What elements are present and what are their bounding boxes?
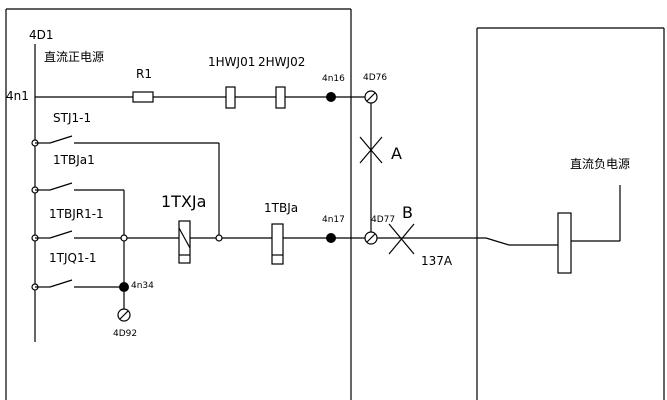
contact-stj1-1 bbox=[49, 135, 73, 144]
terminal-4n34 bbox=[119, 282, 129, 292]
label-4d77: 4D77 bbox=[371, 215, 395, 225]
label-b: B bbox=[402, 203, 413, 222]
label-a: A bbox=[391, 144, 402, 163]
label-1txja: 1TXJa bbox=[161, 192, 206, 211]
row-1tbjr1: 1TBJR1-1 bbox=[31, 207, 179, 242]
row-1tbja1: 1TBJa1 bbox=[31, 153, 125, 287]
label-1tbjr1-1: 1TBJR1-1 bbox=[49, 207, 104, 221]
terminal-4n17 bbox=[326, 233, 336, 243]
label-1hwj01: 1HWJ01 bbox=[208, 55, 255, 69]
relay-1txja-group: 1TXJa bbox=[161, 192, 272, 264]
contact-1tbjr1-1 bbox=[49, 230, 73, 239]
label-4d76: 4D76 bbox=[363, 73, 387, 83]
relay-1tbja-group: 1TBJa 4n17 4D77 bbox=[264, 201, 395, 265]
resistor-r1 bbox=[132, 91, 154, 103]
label-1tbja1: 1TBJa1 bbox=[53, 153, 95, 167]
label-4d1: 4D1 bbox=[29, 28, 54, 42]
relay-1tbja bbox=[271, 223, 284, 265]
label-neg-supply: 直流负电源 bbox=[570, 157, 630, 171]
label-stj1-1: STJ1-1 bbox=[53, 111, 91, 125]
label-4n1: 4n1 bbox=[6, 89, 29, 103]
terminal-4n16 bbox=[326, 92, 336, 102]
label-r1: R1 bbox=[136, 67, 152, 81]
label-pos-supply: 直流正电源 bbox=[44, 50, 104, 64]
breaker-contact bbox=[485, 237, 510, 246]
trip-coil bbox=[557, 212, 572, 274]
label-4n16: 4n16 bbox=[322, 74, 345, 84]
cut-mark-a bbox=[359, 136, 383, 164]
row-stj: STJ1-1 bbox=[31, 111, 220, 238]
relay-1hwj01 bbox=[225, 86, 236, 109]
label-1tbja: 1TBJa bbox=[264, 201, 298, 215]
panel-frames bbox=[5, 8, 665, 400]
cut-mark-b-2 bbox=[388, 223, 415, 255]
label-137a: 137A bbox=[421, 254, 453, 268]
label-1tjq1-1: 1TJQ1-1 bbox=[49, 251, 97, 265]
row-trip-monitor: R1 1HWJ01 2HWJ02 4n16 4D76 bbox=[35, 55, 387, 109]
label-4n17: 4n17 bbox=[322, 215, 345, 225]
relay-2hwj02 bbox=[275, 86, 286, 109]
row-1tjq1: 1TJQ1-1 4n34 4D92 bbox=[31, 251, 154, 339]
label-2hwj02: 2HWJ02 bbox=[258, 55, 305, 69]
contact-1tbja1 bbox=[49, 182, 73, 191]
outgoing-line: B 137A 直流负电源 bbox=[377, 157, 630, 274]
relay-1txja bbox=[178, 220, 191, 264]
label-4n34: 4n34 bbox=[131, 281, 154, 291]
contact-1tjq1-1 bbox=[49, 279, 73, 288]
label-4d92: 4D92 bbox=[113, 329, 137, 339]
